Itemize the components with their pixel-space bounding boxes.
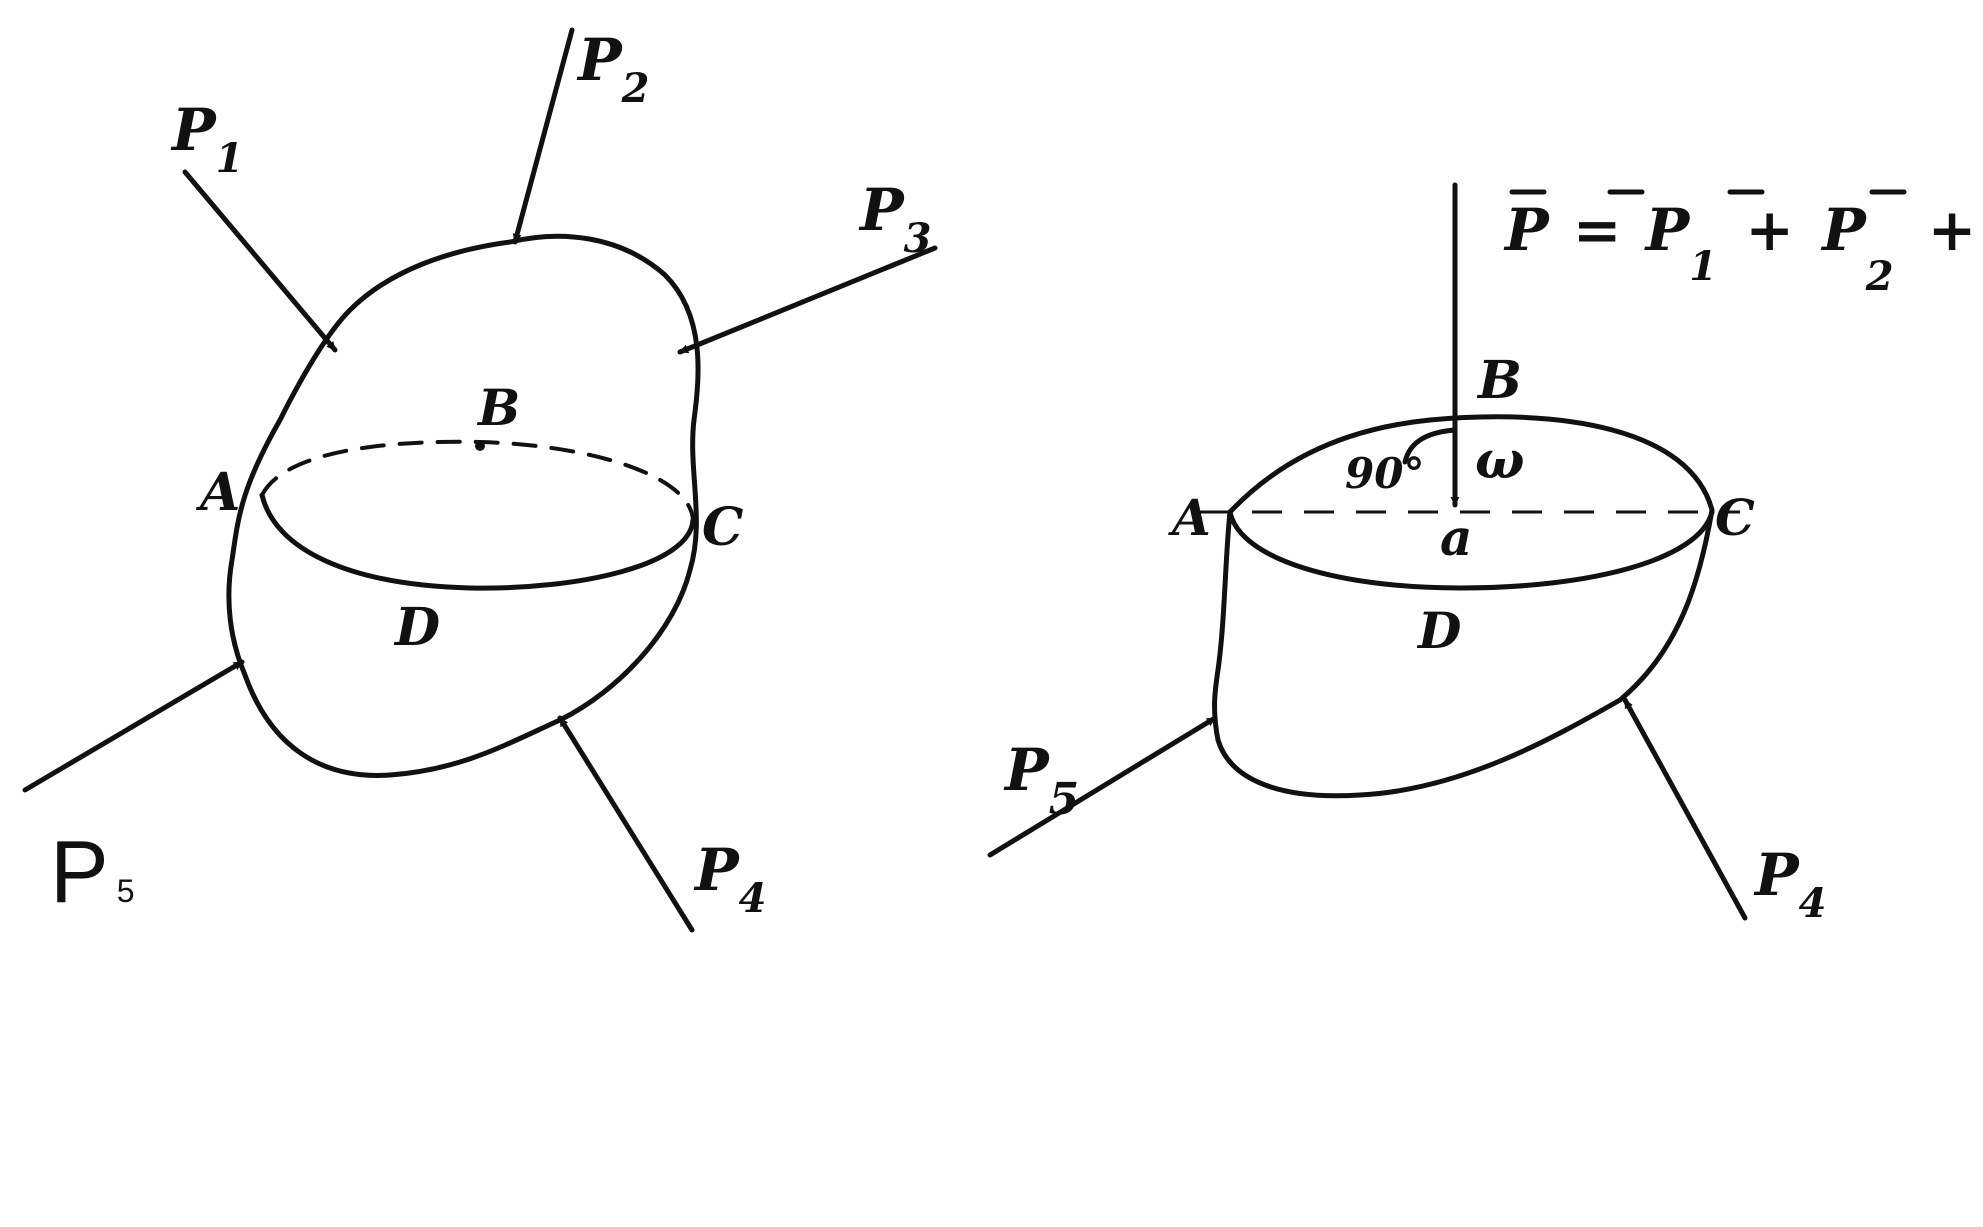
left-force-p2-arrow <box>512 27 575 245</box>
right-figure: P = P1 + P2 + P3 P5 P4 A B C D a 90° ω <box>987 182 1983 927</box>
svg-text:P = P1: P = P1 + P2 + P3 <box>1503 196 1983 304</box>
left-label-b: B <box>476 378 520 437</box>
right-label-p4: P4 <box>1753 841 1826 927</box>
left-section-back <box>260 439 695 522</box>
right-angle-arc <box>1402 427 1458 465</box>
right-label-p5: P5 <box>1003 736 1079 825</box>
formula-equals: = <box>1573 196 1622 264</box>
left-label-a: A <box>195 462 240 523</box>
right-label-d: D <box>1416 601 1461 660</box>
left-label-c: C <box>702 497 743 558</box>
right-angle-label: 90° <box>1345 449 1424 498</box>
left-label-p3: P3 <box>858 176 931 262</box>
formula-lhs: P <box>1503 196 1550 264</box>
formula-plus1: + <box>1745 196 1794 264</box>
resultant-formula: P = P1 + P2 + P3 <box>1503 189 1983 304</box>
formula-term2: P <box>1820 196 1867 264</box>
left-label-p2: P2 <box>576 26 649 112</box>
right-force-p5-arrow <box>987 715 1218 858</box>
left-body-outline <box>226 233 701 778</box>
formula-term1-sub: 1 <box>1689 243 1717 290</box>
left-force-p4-arrow <box>557 715 695 933</box>
formula-plus2: + <box>1928 196 1977 264</box>
right-body-outline <box>1212 414 1715 799</box>
right-omega-label: ω <box>1475 430 1525 491</box>
left-label-p4: P4 <box>693 836 766 922</box>
left-force-p1-arrow <box>182 169 338 353</box>
left-force-p5-arrow <box>22 659 245 793</box>
left-section-front <box>259 492 696 591</box>
right-top-front-edge <box>1227 509 1715 591</box>
right-label-b: B <box>1476 350 1522 411</box>
formula-term2-sub: 2 <box>1865 253 1894 300</box>
right-label-c: C <box>1715 488 1755 547</box>
right-label-a: A <box>1168 488 1211 547</box>
formula-term1: P <box>1644 196 1691 264</box>
left-label-p1: P1 <box>170 96 243 182</box>
right-force-p4-arrow <box>1622 697 1748 921</box>
left-force-p3-arrow <box>677 245 938 355</box>
right-label-center: a <box>1440 508 1472 567</box>
left-label-d: D <box>393 597 440 658</box>
left-point-b-dot <box>475 441 485 451</box>
